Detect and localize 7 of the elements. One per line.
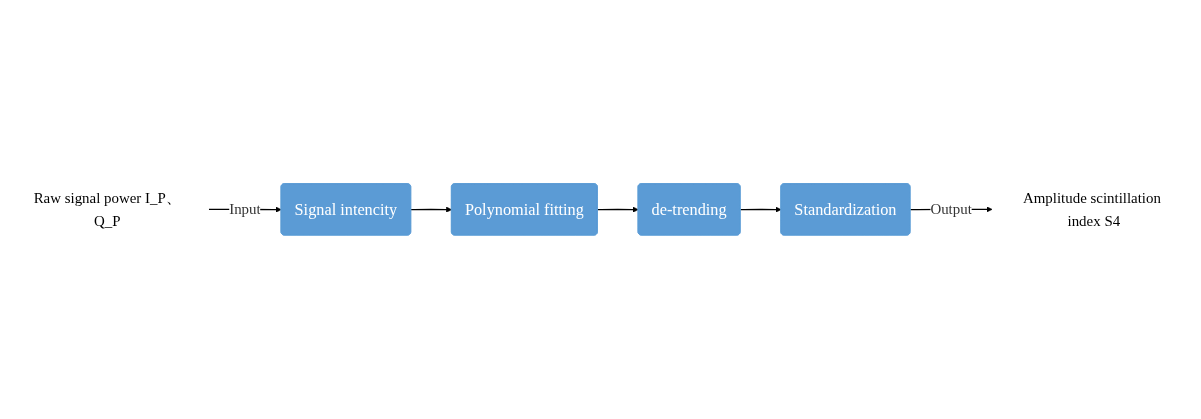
- arrow: [739, 206, 782, 213]
- edge-label: Input: [229, 201, 261, 218]
- edge-label: Output: [930, 201, 972, 218]
- node-text: Raw signal power I_P、Q_P: [33, 189, 181, 230]
- arrow: [410, 206, 452, 213]
- node-text: Amplitude scintillation index S4: [1022, 189, 1161, 230]
- arrow: [597, 206, 639, 213]
